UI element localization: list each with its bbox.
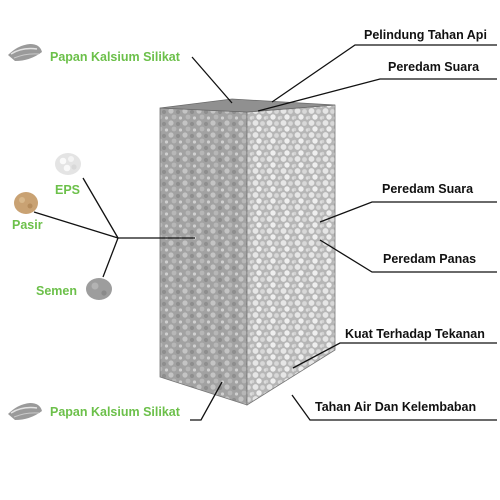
leader-line-bottom-board [190, 381, 223, 421]
label-soundproof-side: Peredam Suara [382, 182, 474, 196]
leader-line-sound-top [257, 78, 497, 112]
leader-line-cement [102, 237, 119, 278]
leader-line-eps [82, 177, 119, 239]
label-eps: EPS [55, 183, 81, 197]
leader-lines [33, 44, 497, 421]
block-right-face [246, 104, 336, 406]
label-heat-insulation: Peredam Panas [383, 252, 477, 266]
leader-line-sand [33, 211, 119, 239]
eps-panel-block [159, 98, 336, 406]
label-cement: Semen [36, 284, 77, 298]
eps-beads-icon [55, 153, 81, 175]
block-top-face [159, 98, 336, 113]
leader-line-moisture [291, 394, 497, 421]
calcium-silicate-board-icon [8, 403, 42, 420]
label-fire-protection: Pelindung Tahan Api [364, 28, 487, 42]
label-top-board: Papan Kalsium Silikat [50, 50, 180, 64]
leader-line-pressure [292, 342, 497, 369]
leader-line-sound-side [319, 201, 497, 223]
leader-line-heat [319, 239, 497, 273]
sand-pile-icon [14, 192, 38, 214]
label-soundproof-top: Peredam Suara [388, 60, 480, 74]
leader-line-fire [271, 44, 497, 103]
label-sand: Pasir [12, 218, 43, 232]
block-left-face [159, 107, 248, 406]
label-bottom-board: Papan Kalsium Silikat [50, 405, 180, 419]
leader-line-top-board [191, 56, 233, 104]
cement-pile-icon [86, 278, 112, 300]
calcium-silicate-board-icon [8, 44, 42, 61]
label-moisture-resistance: Tahan Air Dan Kelembaban [315, 400, 477, 414]
label-pressure-strength: Kuat Terhadap Tekanan [345, 327, 485, 341]
